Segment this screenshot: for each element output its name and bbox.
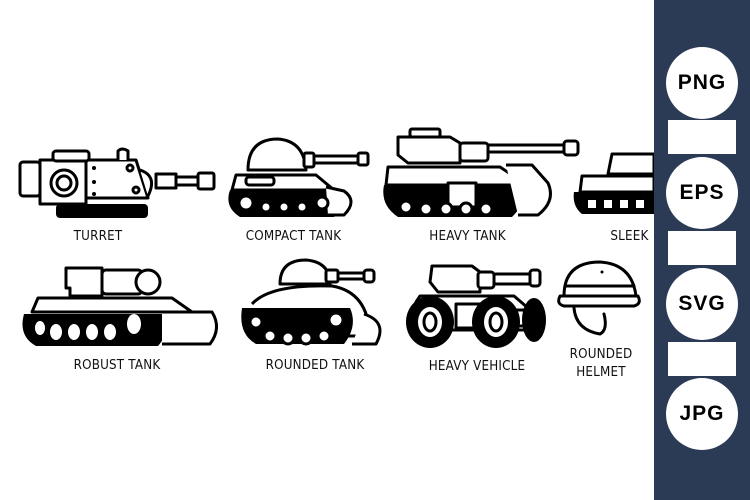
robust-tank-icon	[22, 266, 218, 346]
rounded-tank-icon	[241, 258, 382, 346]
heavy-tank-label: HEAVY TANK	[429, 229, 506, 244]
robust-tank-label: ROBUST TANK	[73, 358, 161, 373]
compact-tank-item: COMPACT TANK	[226, 135, 371, 244]
heavy-vehicle-item: HEAVY VEHICLE	[402, 258, 552, 374]
sleek-tank-item: SLEEK	[572, 148, 656, 244]
compact-tank-label: COMPACT TANK	[245, 229, 342, 244]
compact-tank-icon	[228, 137, 370, 217]
rounded-helmet-icon	[557, 260, 641, 336]
badge-connector	[668, 342, 736, 376]
turret-item: TURRET	[18, 147, 218, 244]
heavy-tank-icon	[383, 127, 580, 217]
heavy-vehicle-icon	[406, 264, 546, 348]
rounded-helmet-item: ROUNDED HELMET	[556, 258, 646, 380]
format-badge-png: PNG	[666, 47, 738, 119]
format-badge-eps: EPS	[666, 157, 738, 229]
rounded-tank-label: ROUNDED TANK	[265, 358, 365, 373]
turret-icon	[18, 147, 216, 218]
heavy-vehicle-label: HEAVY VEHICLE	[428, 359, 526, 374]
badge-connector	[668, 120, 736, 154]
heavy-tank-item: HEAVY TANK	[380, 125, 590, 244]
format-badge-jpg: JPG	[666, 378, 738, 450]
clipart-canvas: TURRET COMPACT TANK	[18, 125, 656, 380]
turret-label: TURRET	[73, 229, 123, 244]
rounded-helmet-label-line1: ROUNDED	[569, 347, 633, 362]
sleek-tank-label: SLEEK	[610, 229, 649, 244]
robust-tank-item: ROBUST TANK	[22, 260, 222, 373]
sleek-tank-icon	[573, 152, 656, 214]
format-sidebar: PNG EPS SVG JPG	[654, 0, 750, 500]
rounded-tank-item: ROUNDED TANK	[240, 256, 390, 373]
rounded-helmet-label-line2: HELMET	[576, 365, 626, 380]
badge-connector	[668, 231, 736, 265]
format-badge-svg: SVG	[666, 268, 738, 340]
